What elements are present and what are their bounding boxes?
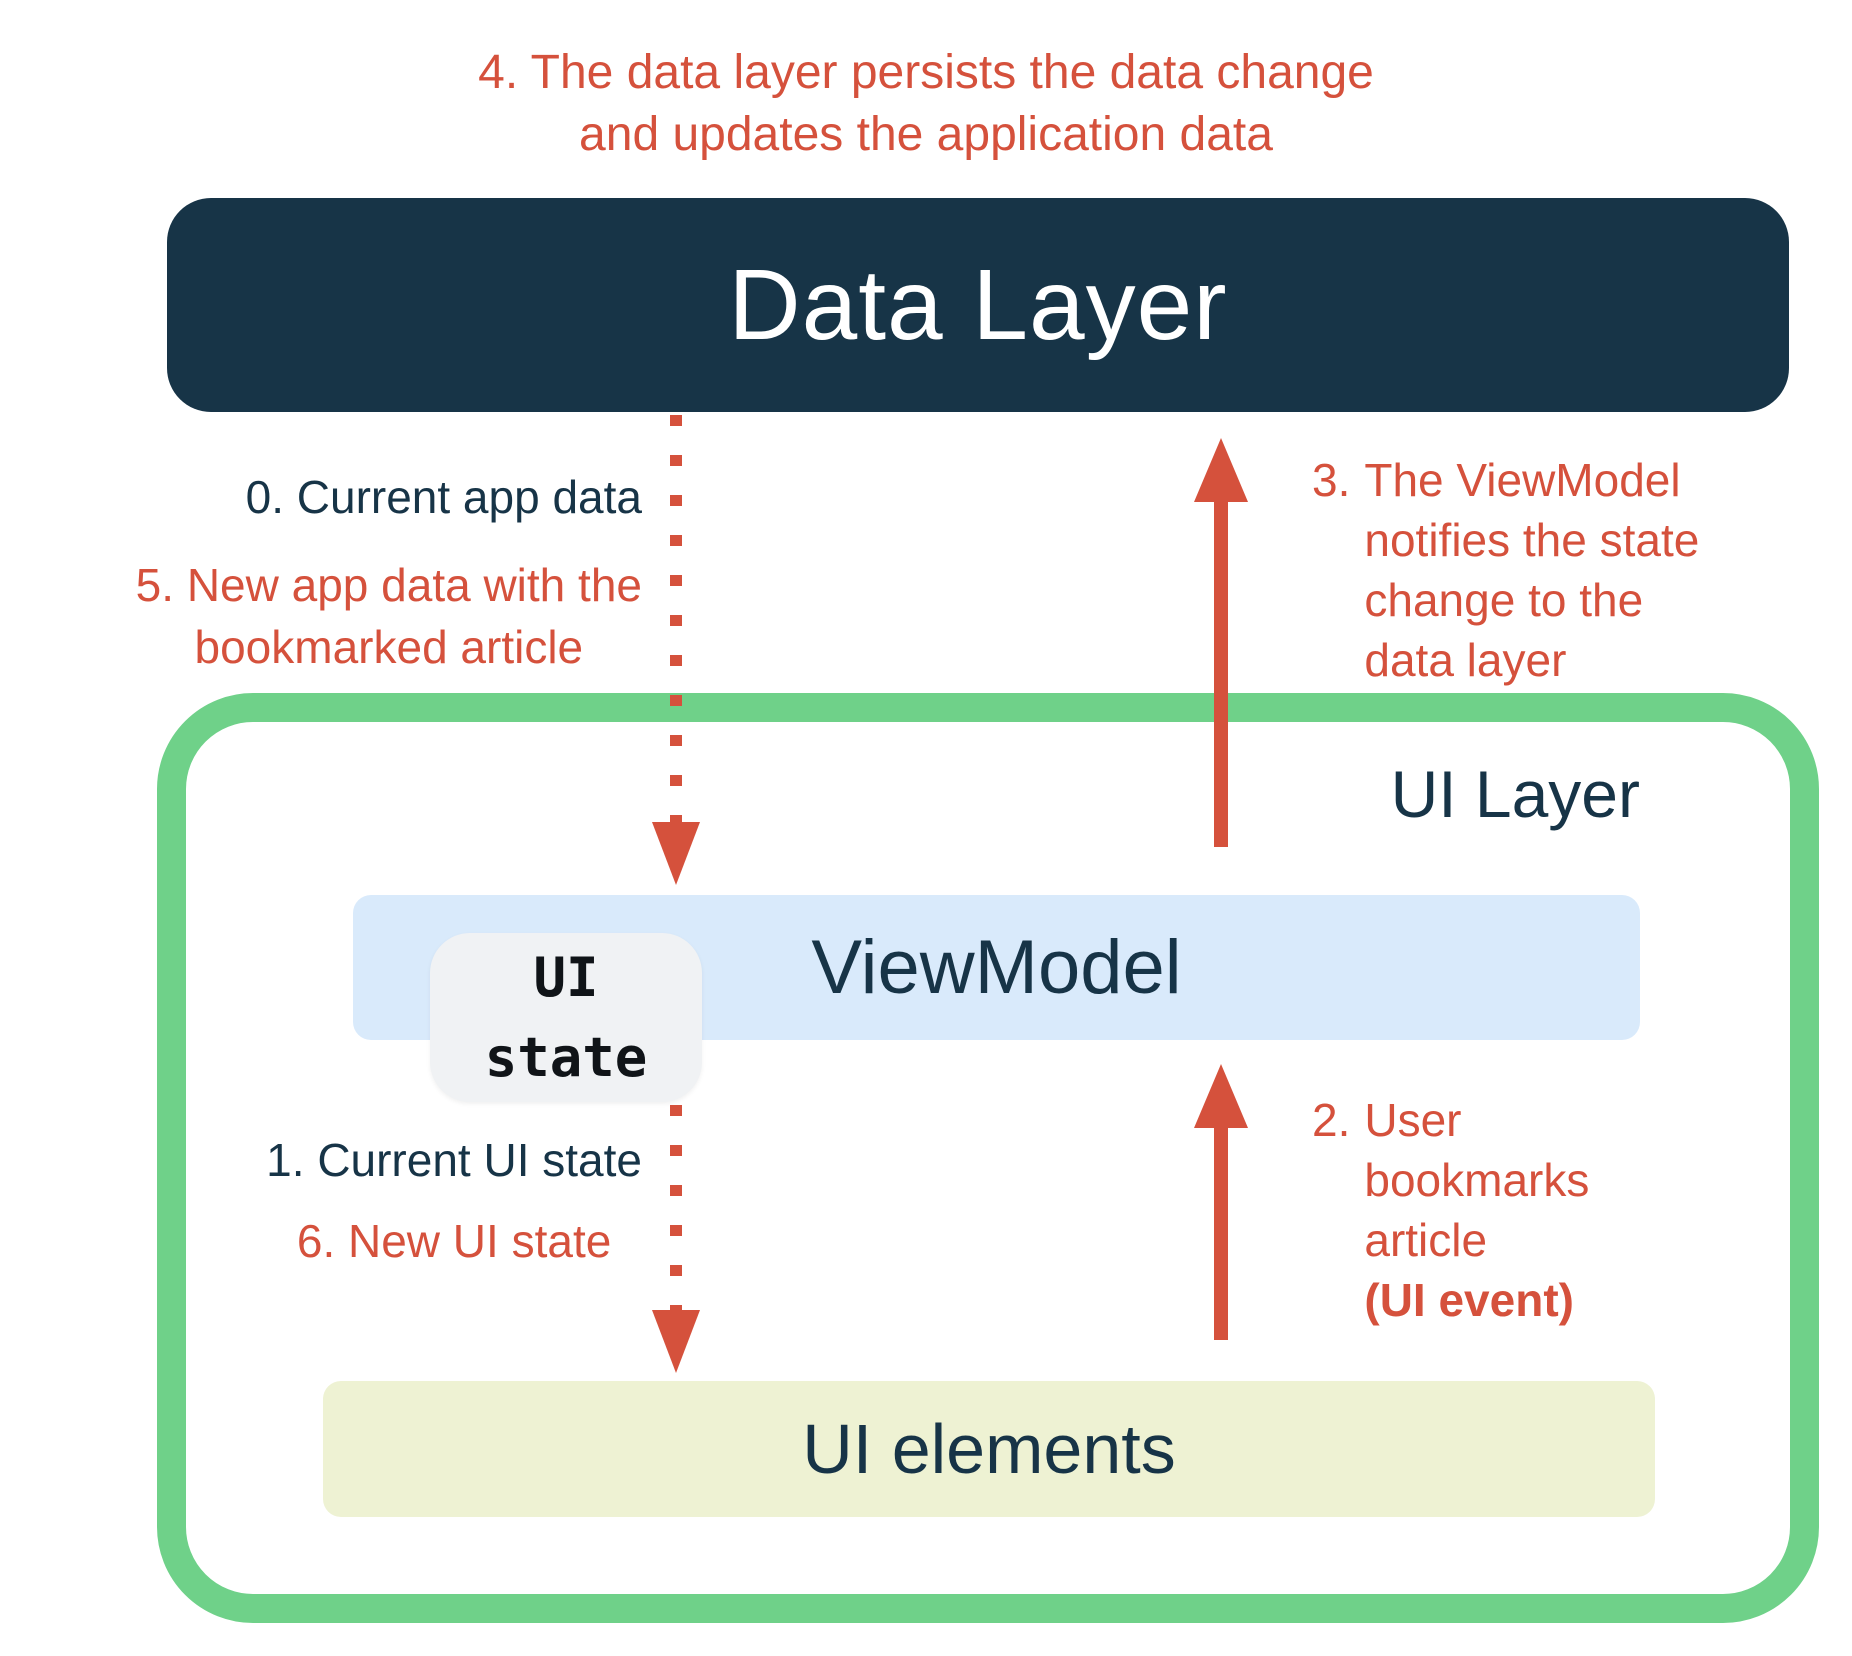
caption-step3-number: 3.	[1312, 454, 1351, 506]
caption-step4: 4. The data layer persists the data chan…	[478, 46, 1374, 161]
caption-step2: 2. User bookmarks article (UI event)	[1312, 1090, 1589, 1330]
ui-layer-label: UI Layer	[1390, 757, 1640, 831]
ui-elements-box: UI elements	[323, 1381, 1655, 1517]
caption-step2-ui-event: (UI event)	[1364, 1274, 1574, 1326]
arrow-app-data-head	[652, 822, 700, 885]
arrow-ui-event-shaft	[1214, 1126, 1228, 1340]
data-layer-box: Data Layer	[167, 198, 1789, 412]
app-data-labels: 0. Current app data 5. New app data with…	[136, 470, 642, 678]
arrow-state-change-shaft	[1214, 500, 1228, 847]
arrow-app-data-shaft	[670, 415, 682, 822]
caption-step3: 3. The ViewModel notifies the state chan…	[1312, 450, 1699, 690]
caption-step5: 5. New app data with the bookmarked arti…	[135, 559, 642, 673]
arrow-state-change-head	[1194, 438, 1248, 502]
ui-layer-box	[157, 693, 1819, 1623]
caption-step3-text: The ViewModel notifies the state change …	[1364, 454, 1700, 686]
ui-elements-label: UI elements	[802, 1410, 1176, 1488]
arrow-ui-state-shaft	[670, 1105, 682, 1310]
viewmodel-label: ViewModel	[811, 925, 1182, 1010]
ui-state-chip: UI state	[430, 933, 702, 1102]
arrow-ui-state-head	[652, 1310, 700, 1373]
caption-step2-text-wrap: User bookmarks article (UI event)	[1364, 1090, 1589, 1330]
data-layer-label: Data Layer	[728, 248, 1228, 361]
caption-step2-number: 2.	[1312, 1094, 1351, 1146]
arrow-ui-event-head	[1194, 1064, 1248, 1128]
caption-step0: 0. Current app data	[245, 471, 642, 523]
ui-state-labels: 1. Current UI state 6. New UI state	[266, 1133, 642, 1268]
caption-step1: 1. Current UI state	[266, 1134, 642, 1186]
caption-step6: 6. New UI state	[296, 1215, 612, 1267]
caption-step2-text: User bookmarks article	[1364, 1094, 1590, 1266]
ui-state-label: UI state	[484, 945, 648, 1089]
